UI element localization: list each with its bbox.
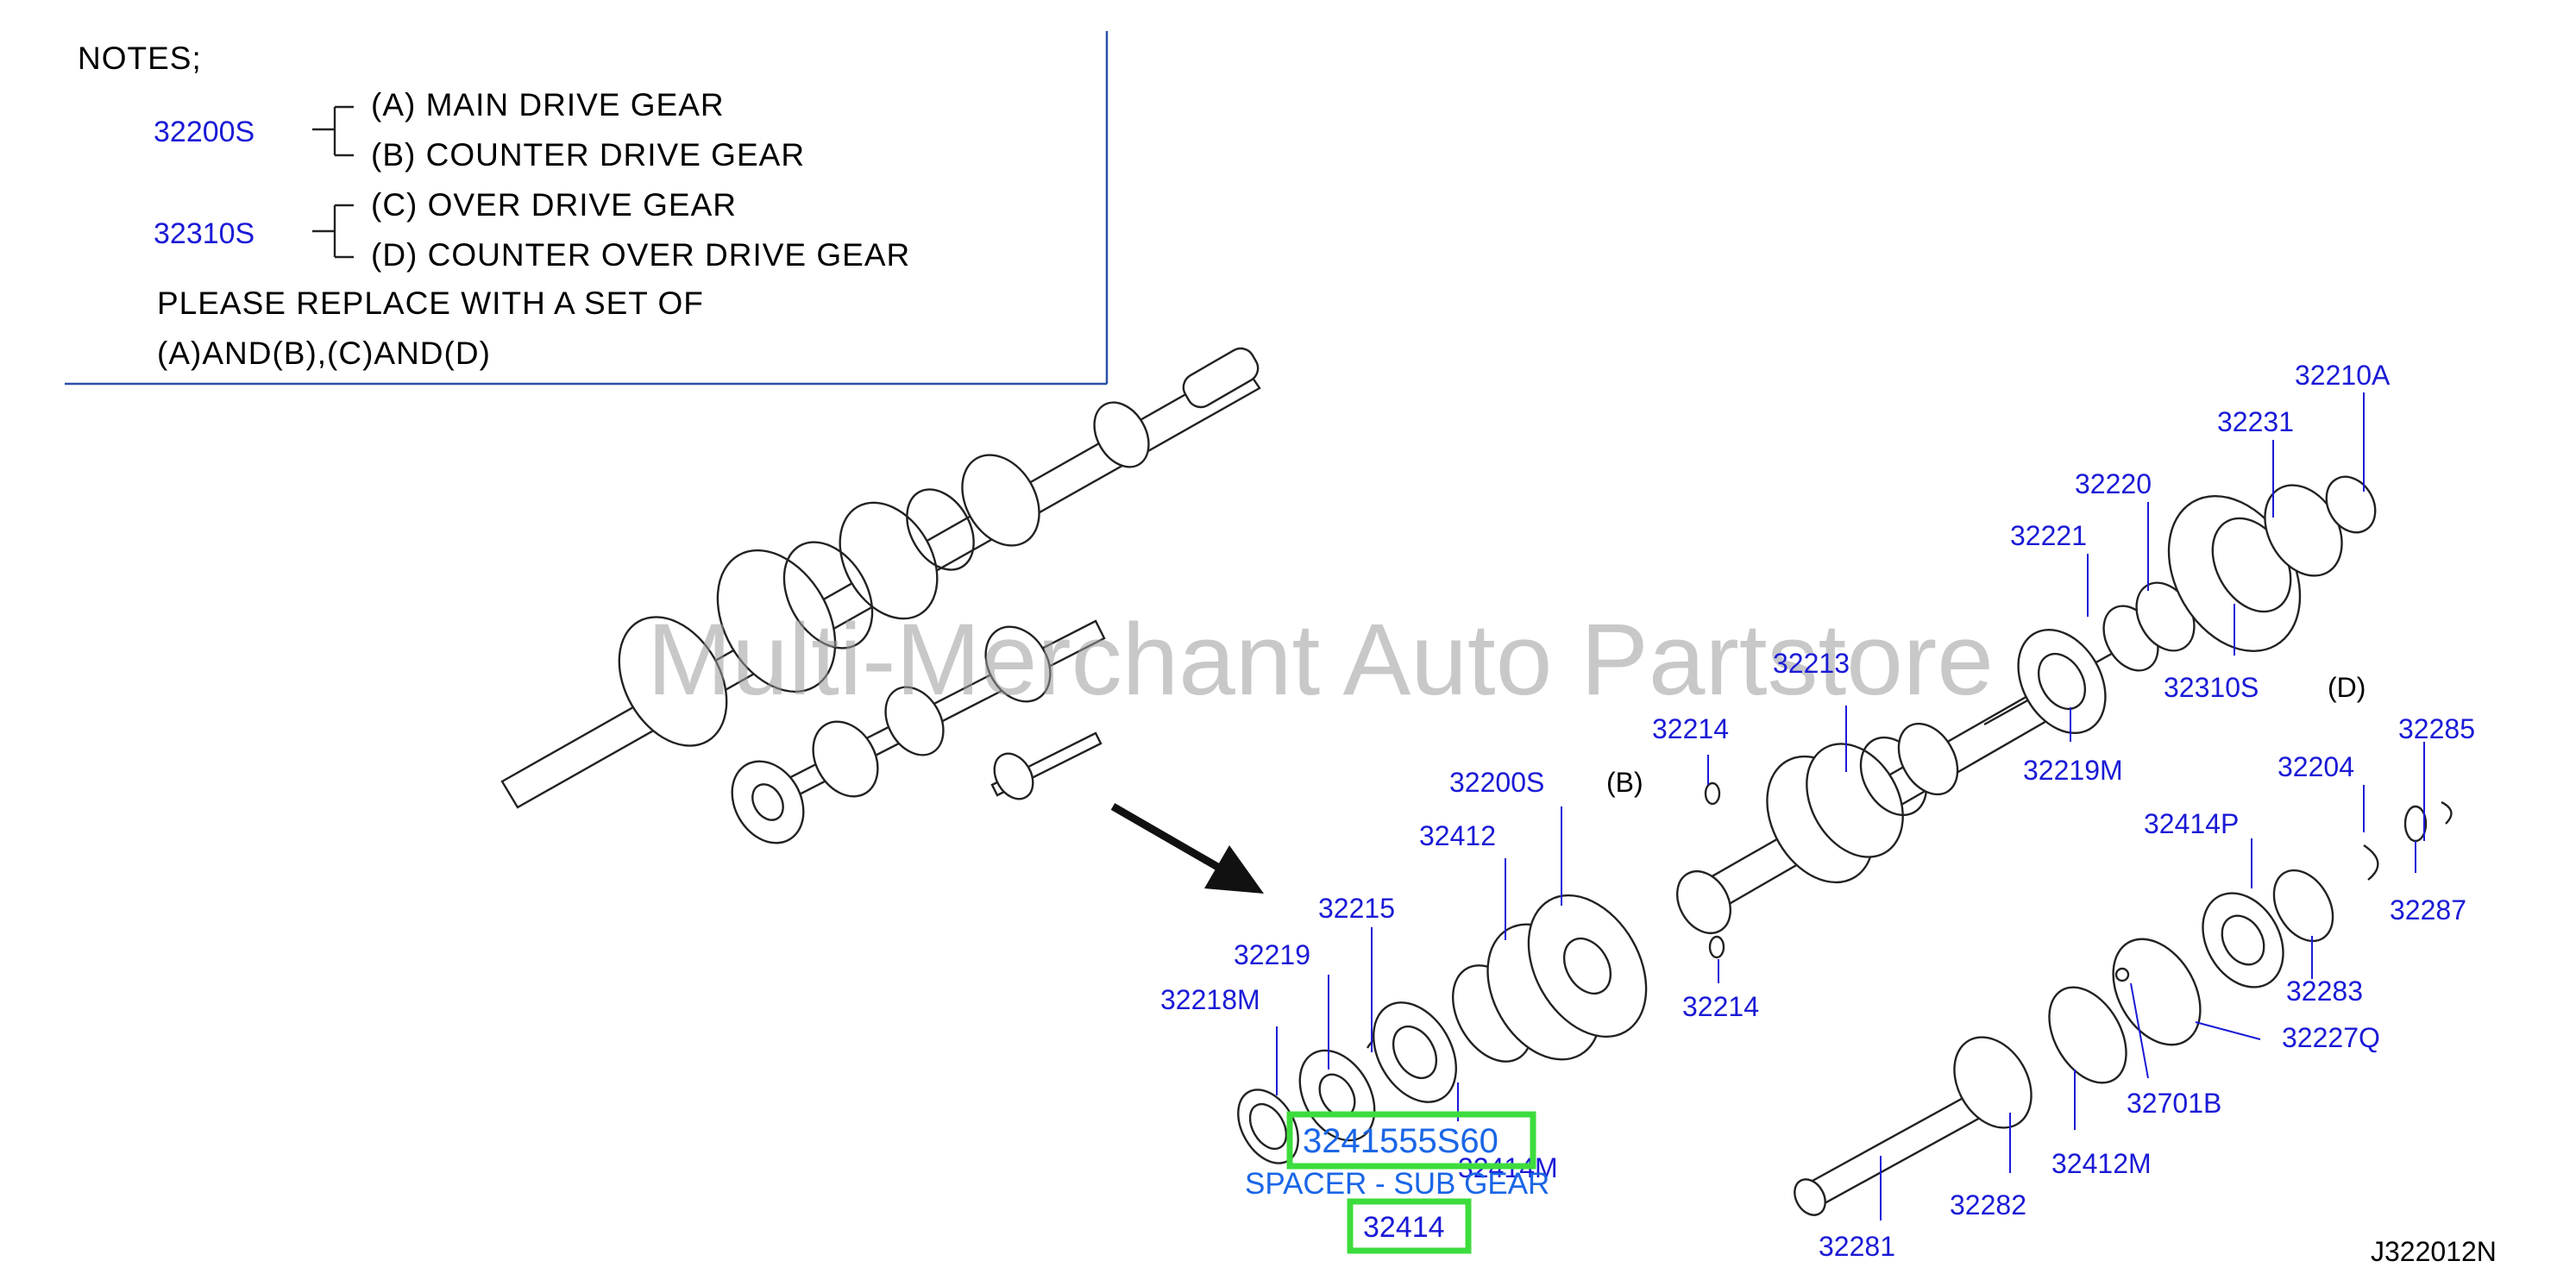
highlight-group: 3241555S60 SPACER - SUB GEAR 32414 xyxy=(1245,1111,1549,1254)
notes-replace-line2: (A)AND(B),(C)AND(D) xyxy=(157,336,491,371)
label-32214-upper[interactable]: 32214 xyxy=(1652,713,1729,744)
notes-heading: NOTES; xyxy=(78,41,202,76)
label-32227Q[interactable]: 32227Q xyxy=(2282,1022,2380,1053)
label-32412[interactable]: 32412 xyxy=(1419,820,1496,851)
notes-line-b: (B) COUNTER DRIVE GEAR xyxy=(371,137,805,173)
label-32414P[interactable]: 32414P xyxy=(2144,808,2239,839)
label-32283[interactable]: 32283 xyxy=(2286,976,2363,1007)
notes-box: NOTES; 32200S (A) MAIN DRIVE GEAR (B) CO… xyxy=(65,31,1109,386)
label-32219[interactable]: 32219 xyxy=(1234,939,1310,970)
main-shaft-drawing xyxy=(1675,475,2377,959)
label-32200S[interactable]: 32200S xyxy=(1449,767,1544,798)
assembly-overview-drawing xyxy=(500,347,1261,844)
label-32412M[interactable]: 32412M xyxy=(2051,1148,2152,1179)
notes-line-d: (D) COUNTER OVER DRIVE GEAR xyxy=(371,237,910,273)
label-32220[interactable]: 32220 xyxy=(2075,468,2152,499)
label-32281[interactable]: 32281 xyxy=(1819,1231,1895,1262)
notes-group2-part[interactable]: 32310S xyxy=(154,217,254,250)
label-32282[interactable]: 32282 xyxy=(1950,1189,2026,1220)
highlight-short-code[interactable]: 32414 xyxy=(1363,1211,1445,1244)
notes-replace-line1: PLEASE REPLACE WITH A SET OF xyxy=(157,285,704,321)
label-32219M[interactable]: 32219M xyxy=(2023,755,2123,786)
label-32210A[interactable]: 32210A xyxy=(2295,360,2391,391)
diagram-code: J322012N xyxy=(2371,1236,2497,1267)
notes-line-a: (A) MAIN DRIVE GEAR xyxy=(371,87,725,122)
notes-group1-part[interactable]: 32200S xyxy=(154,116,254,148)
part-labels: 32210A 32231 32220 32221 32310S (D) 3221… xyxy=(1160,360,2475,1262)
label-32231[interactable]: 32231 xyxy=(2217,406,2294,437)
leader-lines xyxy=(1276,392,2425,1220)
notes-line-c: (C) OVER DRIVE GEAR xyxy=(371,187,737,223)
label-32287[interactable]: 32287 xyxy=(2390,894,2466,925)
notes-bracket-1 xyxy=(312,105,354,157)
label-32285[interactable]: 32285 xyxy=(2398,713,2475,744)
highlight-box-part-code xyxy=(1286,1111,1536,1170)
counter-shaft-drawing xyxy=(1237,800,2453,1216)
highlight-box-short-code xyxy=(1347,1198,1472,1254)
highlight-part-code[interactable]: 3241555S60 xyxy=(1303,1122,1498,1160)
label-32214-lower[interactable]: 32214 xyxy=(1682,991,1759,1022)
notes-bracket-2 xyxy=(312,204,354,259)
label-32701B[interactable]: 32701B xyxy=(2127,1088,2221,1119)
direction-arrow xyxy=(1110,803,1264,894)
label-32215[interactable]: 32215 xyxy=(1318,893,1395,924)
watermark: Multi-Merchant Auto Partstore xyxy=(647,603,1994,717)
label-group-d: (D) xyxy=(2328,672,2366,703)
highlight-description: SPACER - SUB GEAR xyxy=(1245,1167,1549,1201)
label-32218M[interactable]: 32218M xyxy=(1160,984,1260,1015)
label-group-b: (B) xyxy=(1606,767,1643,798)
label-32213[interactable]: 32213 xyxy=(1773,648,1850,679)
label-32221[interactable]: 32221 xyxy=(2010,520,2087,551)
label-32310S[interactable]: 32310S xyxy=(2164,672,2259,703)
label-32204[interactable]: 32204 xyxy=(2278,751,2354,782)
